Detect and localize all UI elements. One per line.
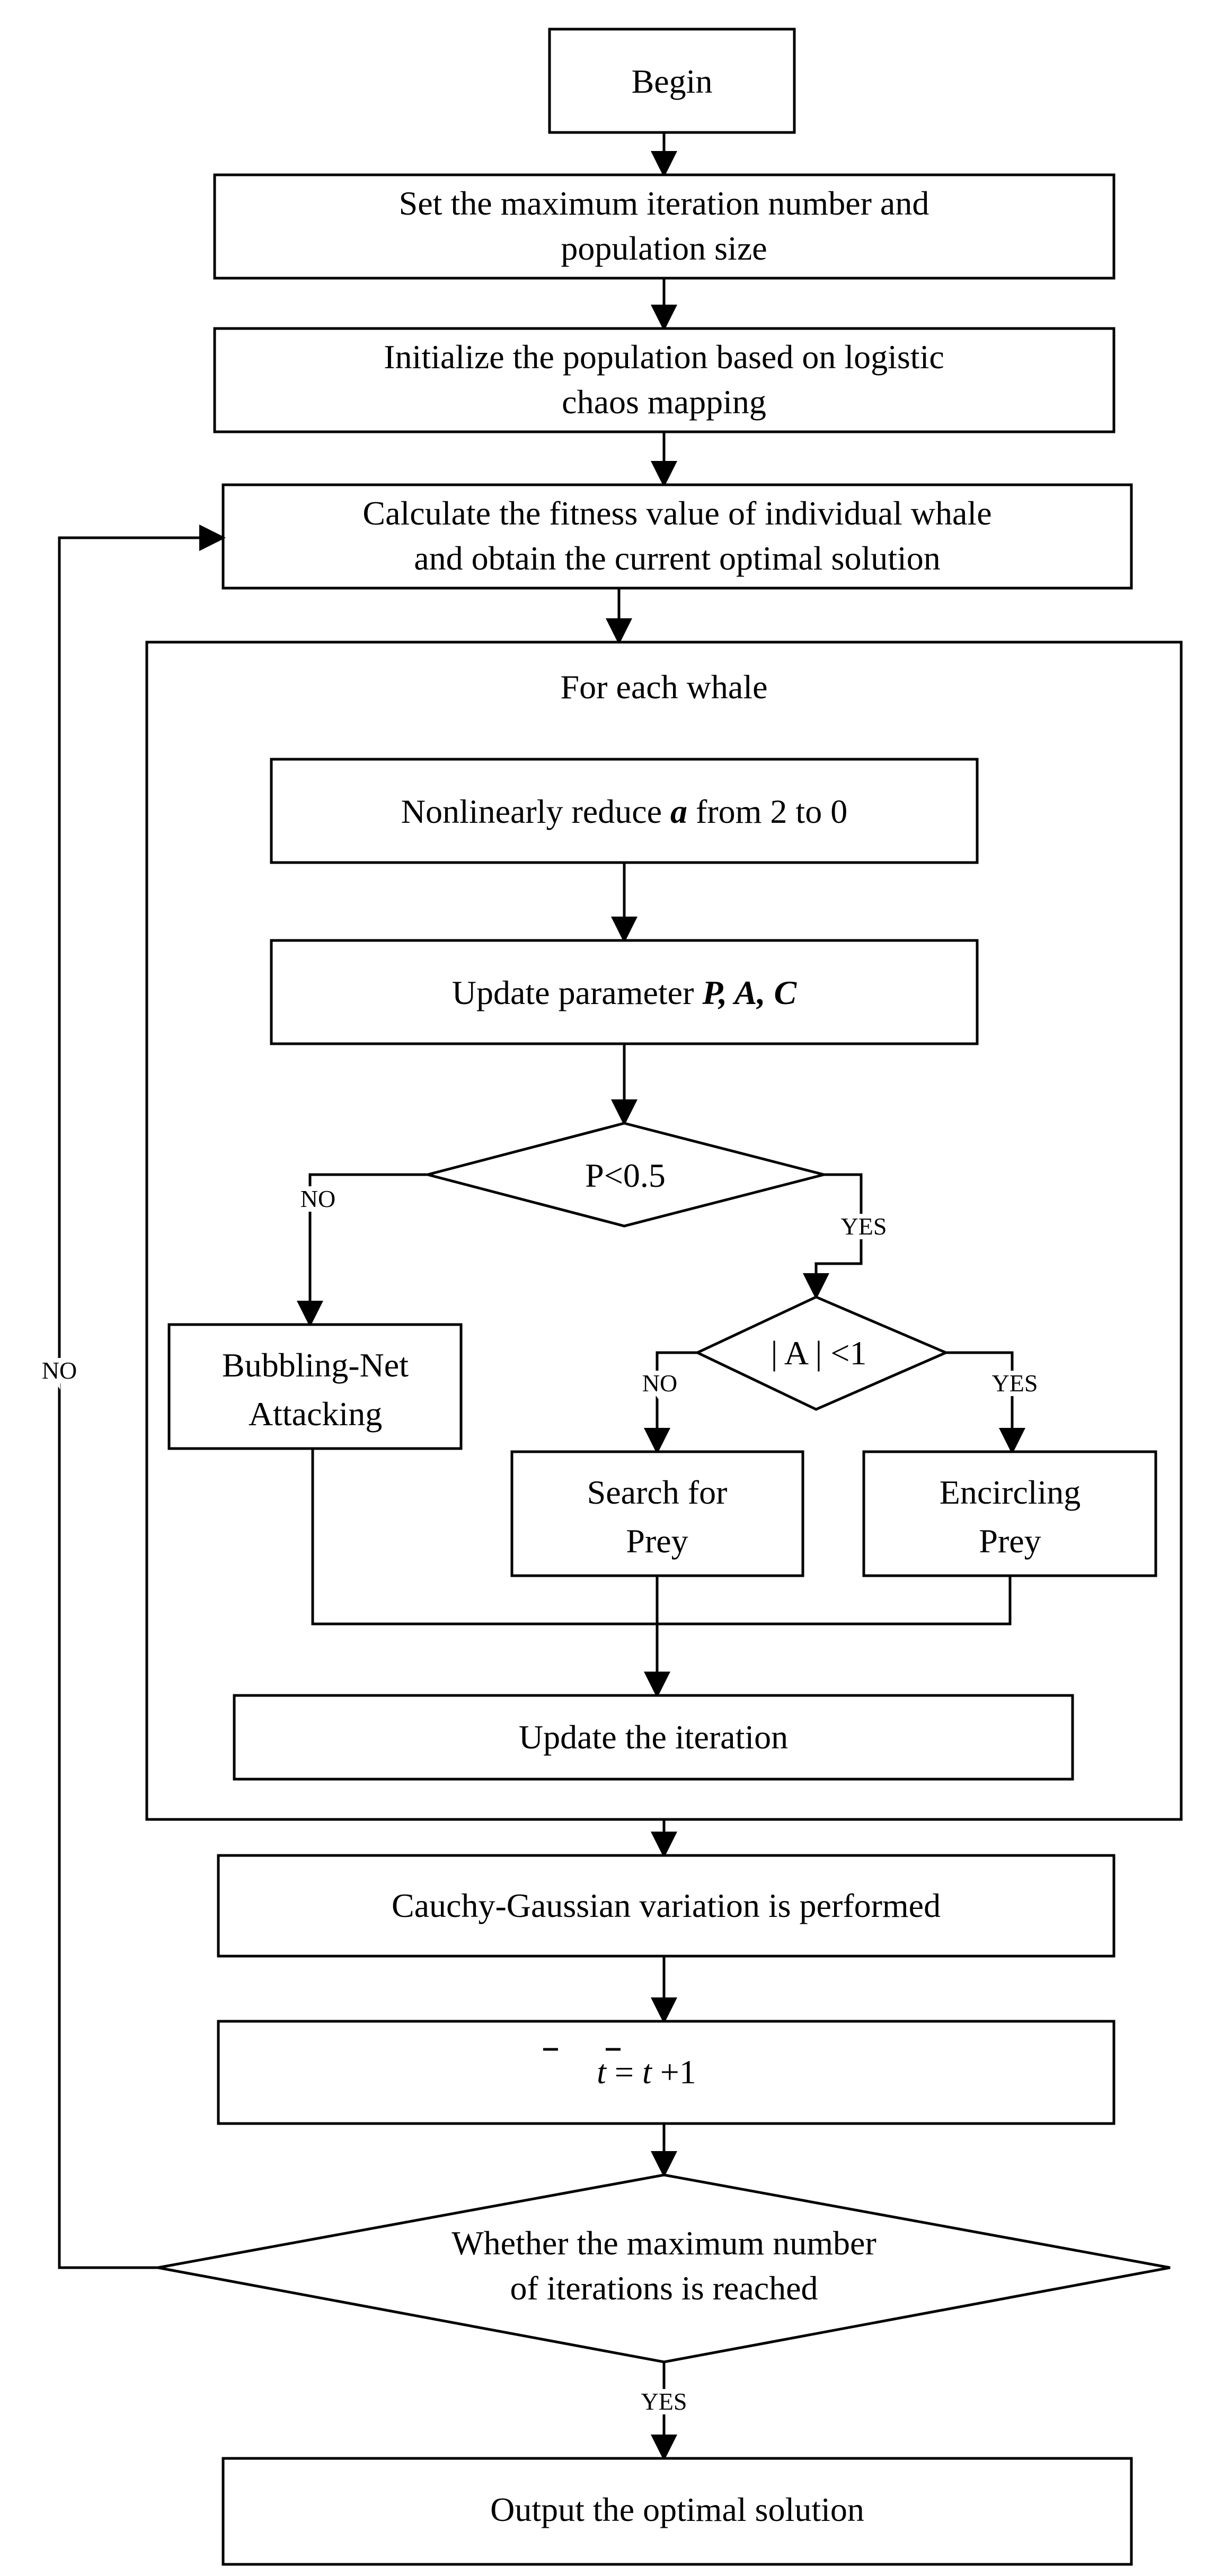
edge-label-p-no: NO — [300, 1185, 335, 1212]
decision-max-line1: Whether the maximum number — [451, 2224, 876, 2262]
increment-eq: = — [606, 2053, 642, 2091]
reduce-a-text-before: Nonlinearly reduce — [401, 793, 670, 830]
reduce-a-text-after: from 2 to 0 — [687, 793, 847, 830]
increment-plus: +1 — [652, 2053, 696, 2091]
calc-fitness-line2: and obtain the current optimal solution — [414, 539, 941, 577]
cauchy-gaussian-label: Cauchy-Gaussian variation is performed — [392, 1887, 941, 1924]
edge-p-no — [297, 1173, 428, 1327]
decision-a-label: | A | <1 — [771, 1334, 867, 1372]
decision-p-label: P<0.5 — [585, 1157, 666, 1194]
edge-label-a-yes: YES — [992, 1370, 1038, 1397]
bubbling-net-line1: Bubbling-Net — [222, 1346, 409, 1384]
output-label: Output the optimal solution — [490, 2491, 864, 2528]
init-population-node — [213, 327, 1115, 433]
output-node — [222, 2457, 1133, 2566]
update-params-label: Update parameter P, A, C — [452, 974, 798, 1011]
edge-label-p-yes: YES — [841, 1213, 887, 1240]
update-params-node — [270, 939, 979, 1045]
encircling-prey-line2: Prey — [979, 1522, 1041, 1560]
update-iteration-label: Update the iteration — [519, 1718, 788, 1756]
encircling-prey-node — [862, 1450, 1157, 1577]
init-population-line2: chaos mapping — [562, 383, 766, 421]
begin-node — [548, 28, 796, 134]
init-population-line1: Initialize the population based on logis… — [384, 338, 944, 376]
search-prey-line2: Prey — [626, 1522, 688, 1560]
decision-max-node — [157, 2173, 1171, 2364]
bubbling-net-line2: Attacking — [249, 1395, 382, 1433]
update-iteration-node — [233, 1694, 1074, 1781]
increment-node — [217, 2020, 1115, 2125]
reduce-a-node — [270, 758, 979, 864]
edge-label-loop-no: NO — [42, 1357, 77, 1384]
set-params-node — [213, 173, 1115, 280]
set-params-line1: Set the maximum iteration number and — [399, 184, 929, 222]
edge-p-yes — [803, 1173, 863, 1300]
update-params-vars: P, A, C — [702, 974, 797, 1011]
decision-a-node — [694, 1295, 950, 1411]
update-params-text: Update parameter — [452, 974, 703, 1011]
reduce-a-label: Nonlinearly reduce a from 2 to 0 — [401, 793, 847, 830]
cauchy-gaussian-node — [217, 1854, 1115, 1958]
edge-a-yes — [946, 1351, 1025, 1454]
search-prey-node — [510, 1450, 804, 1577]
begin-label: Begin — [632, 63, 713, 100]
calc-fitness-node — [222, 483, 1133, 590]
decision-max-line2: of iterations is reached — [510, 2269, 818, 2307]
reduce-a-var: a — [670, 793, 687, 830]
increment-label: t = t +1 — [597, 2053, 696, 2091]
edge-a-no — [644, 1351, 697, 1454]
increment-rhs: t — [642, 2053, 653, 2091]
edge-merge — [311, 1449, 1012, 1625]
edge-label-max-yes: YES — [641, 2388, 687, 2415]
set-params-line2: population size — [561, 229, 767, 267]
loop-title: For each whale — [561, 668, 768, 706]
edge-label-a-no: NO — [642, 1370, 677, 1397]
search-prey-line1: Search for — [587, 1473, 728, 1511]
decision-p-node — [422, 1122, 825, 1228]
increment-lhs: t — [597, 2053, 607, 2091]
encircling-prey-line1: Encircling — [940, 1473, 1081, 1511]
edge-loop-no — [58, 525, 226, 2269]
bubbling-net-node — [167, 1323, 463, 1450]
calc-fitness-line1: Calculate the fitness value of individua… — [362, 494, 991, 532]
